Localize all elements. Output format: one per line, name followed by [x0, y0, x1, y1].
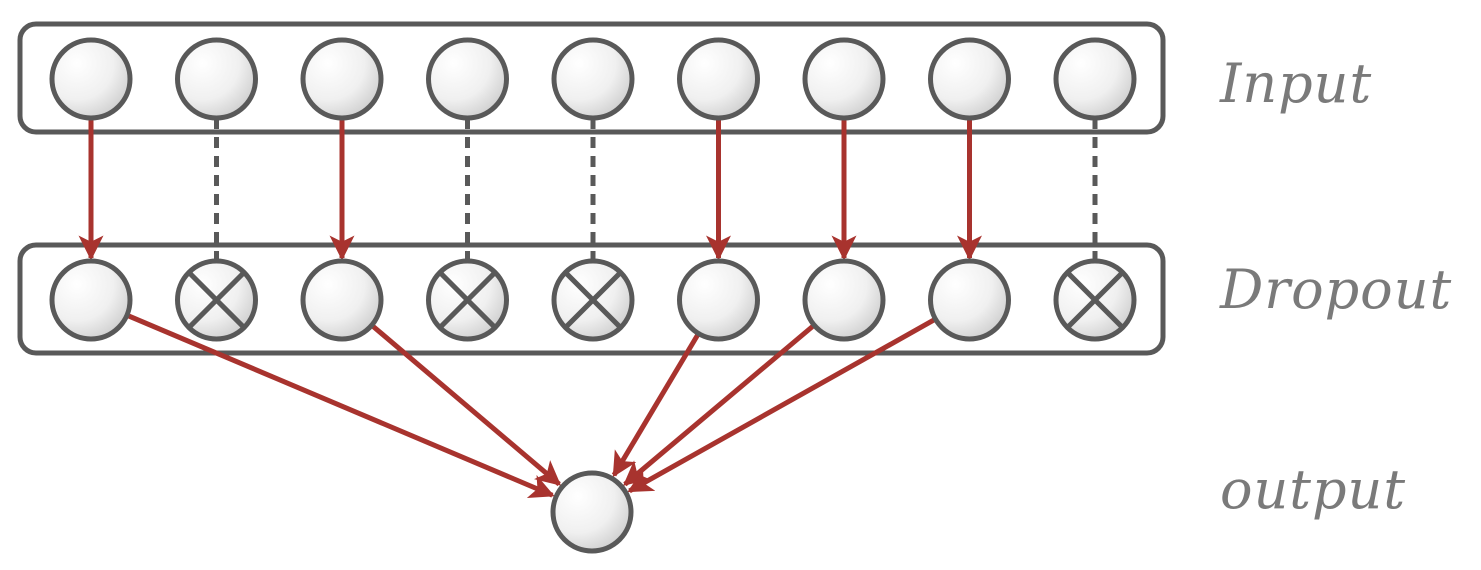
input-node: [300, 37, 384, 121]
input-node: [426, 37, 509, 121]
retained-node: [928, 258, 1011, 342]
dropped-cross-icon: [438, 270, 497, 330]
dropout-layer-label: Dropout: [1220, 258, 1453, 321]
retained-node: [677, 258, 760, 342]
output-connection: [622, 323, 816, 487]
nodes: [49, 37, 1137, 554]
input-layer-box: [17, 21, 1166, 135]
output-connection: [627, 316, 937, 494]
output-node: [550, 470, 634, 554]
dropped-cross-icon: [563, 270, 623, 330]
retained-node: [802, 258, 886, 342]
dropped-cross-icon: [1065, 270, 1125, 330]
output-connection: [125, 312, 555, 498]
retained-node: [49, 258, 133, 342]
output-connection: [611, 332, 701, 478]
input-node: [49, 37, 133, 121]
dropped-cross-icon: [187, 270, 246, 330]
input-node: [551, 37, 635, 121]
dropout-layer-box: [17, 242, 1166, 356]
output-layer-label: output: [1220, 458, 1407, 521]
input-layer-label: Input: [1220, 52, 1373, 115]
connections: [78, 118, 1098, 498]
input-node: [175, 37, 258, 121]
input-node: [928, 37, 1011, 121]
input-node: [677, 37, 760, 121]
input-node: [1053, 37, 1137, 121]
retained-node: [300, 258, 384, 342]
output-connection: [370, 323, 562, 487]
input-node: [802, 37, 886, 121]
